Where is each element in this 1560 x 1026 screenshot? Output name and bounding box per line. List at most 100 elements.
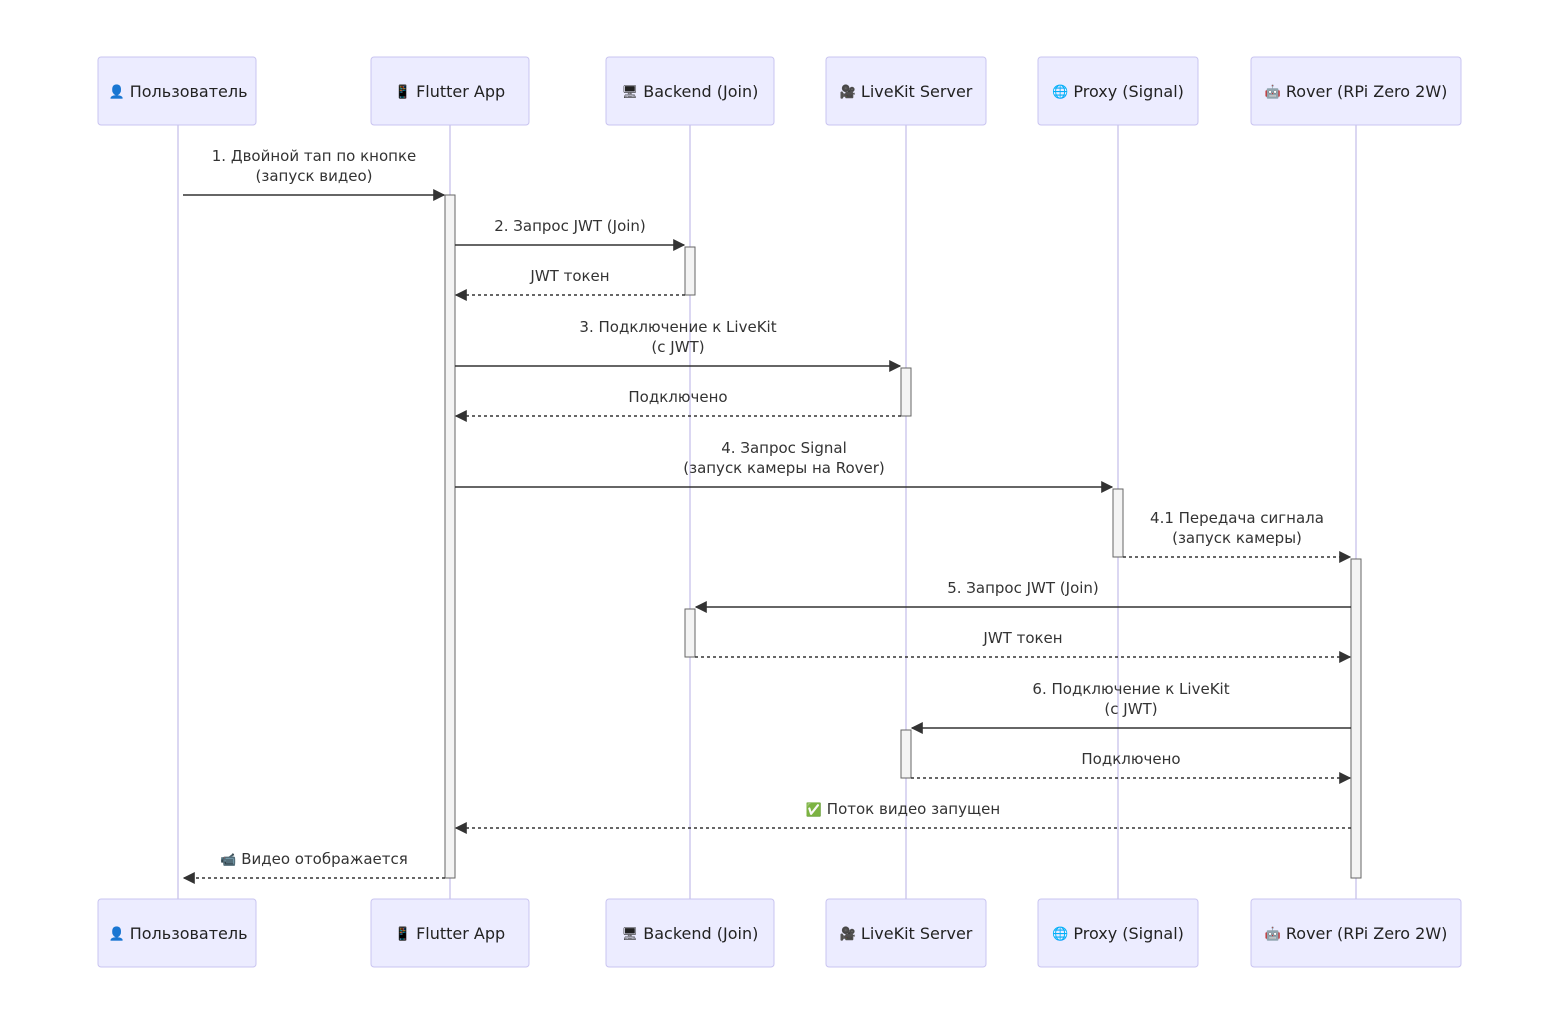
participant-box	[370, 56, 530, 126]
video-camera-icon: 📹	[220, 853, 236, 868]
mobile-phone-icon: 📱	[395, 84, 411, 100]
user-icon: 👤	[108, 84, 124, 100]
participant-backend-top: 🖥 Backend (Join)	[605, 56, 775, 126]
participant-name: LiveKit Server	[861, 82, 973, 101]
activation-livekit	[900, 367, 912, 417]
robot-icon: 🤖	[1265, 926, 1281, 942]
participant-box	[370, 898, 530, 968]
message-label: (с JWT)	[1104, 700, 1157, 718]
participant-label: 🤖 Rover (RPi Zero 2W)	[1265, 82, 1448, 101]
participant-box	[1250, 56, 1462, 126]
message-label: 2. Запрос JWT (Join)	[494, 217, 646, 235]
participant-box	[825, 898, 987, 968]
desktop-computer-icon: 🖥	[622, 84, 639, 100]
message-label: Подключено	[1081, 750, 1180, 768]
participant-label: 🌐 Proxy (Signal)	[1052, 82, 1184, 101]
participant-user-bottom: 👤 Пользователь	[97, 898, 257, 968]
message-10: 6. Подключение к LiveKit (с JWT)	[910, 680, 1351, 734]
participant-proxy-top: 🌐 Proxy (Signal)	[1037, 56, 1199, 126]
participants-top: 👤 Пользователь 📱 Flutter App 🖥 Backend (Jo…	[97, 56, 1462, 126]
video-camera-icon: 🎥	[840, 926, 856, 942]
participant-name: Пользователь	[130, 82, 248, 101]
message-2: 2. Запрос JWT (Join)	[455, 217, 686, 251]
participant-label: 🖥 Backend (Join)	[622, 924, 759, 943]
message-label: Подключено	[628, 388, 727, 406]
message-label: 1. Двойной тап по кнопке	[212, 147, 416, 165]
activation-livekit	[900, 729, 912, 779]
participant-box	[825, 56, 987, 126]
participant-box	[605, 898, 775, 968]
participant-livekit-bottom: 🎥 LiveKit Server	[825, 898, 987, 968]
message-label: 5. Запрос JWT (Join)	[947, 579, 1099, 597]
desktop-computer-icon: 🖥	[622, 926, 639, 942]
globe-icon: 🌐	[1052, 926, 1068, 942]
mobile-phone-icon: 📱	[395, 926, 411, 942]
participant-rover-top: 🤖 Rover (RPi Zero 2W)	[1250, 56, 1462, 126]
participant-label: 🖥 Backend (Join)	[622, 82, 759, 101]
message-4: 3. Подключение к LiveKit (с JWT)	[455, 318, 902, 372]
participant-name: Пользователь	[130, 924, 248, 943]
participant-label: 👤 Пользователь	[108, 82, 247, 101]
participant-box	[605, 56, 775, 126]
video-camera-icon: 🎥	[840, 84, 856, 100]
message-label: JWT токен	[529, 267, 609, 285]
participant-label: 👤 Пользователь	[108, 924, 247, 943]
participant-app-top: 📱 Flutter App	[370, 56, 530, 126]
participant-label: 🎥 LiveKit Server	[840, 82, 973, 101]
message-label: 3. Подключение к LiveKit	[579, 318, 776, 336]
participant-name: Rover (RPi Zero 2W)	[1286, 82, 1448, 101]
activation-proxy	[1112, 488, 1124, 558]
activation-rover	[1350, 558, 1362, 879]
participant-name: Backend (Join)	[643, 924, 758, 943]
participant-backend-bottom: 🖥 Backend (Join)	[605, 898, 775, 968]
participant-proxy-bottom: 🌐 Proxy (Signal)	[1037, 898, 1199, 968]
participant-name: Proxy (Signal)	[1073, 82, 1184, 101]
messages: 1. Двойной тап по кнопке (запуск видео) 2.…	[182, 147, 1352, 884]
participant-box	[1037, 898, 1199, 968]
message-7: 4.1 Передача сигнала (запуск камеры)	[1123, 509, 1352, 563]
user-icon: 👤	[108, 926, 124, 942]
participant-label: 🌐 Proxy (Signal)	[1052, 924, 1184, 943]
participants-bottom: 👤 Пользователь 📱 Flutter App 🖥 Backend (Jo…	[97, 898, 1462, 968]
participant-box	[97, 898, 257, 968]
message-8: 5. Запрос JWT (Join)	[694, 579, 1351, 613]
message-12: ✅ Поток видео запущен	[454, 800, 1351, 834]
message-3: JWT токен	[454, 267, 685, 301]
message-label: 4. Запрос Signal	[721, 439, 847, 457]
participant-name: LiveKit Server	[861, 924, 973, 943]
participant-name: Flutter App	[416, 82, 505, 101]
participant-livekit-top: 🎥 LiveKit Server	[825, 56, 987, 126]
message-label: 📹 Видео отображается	[220, 850, 408, 868]
participant-label: 🎥 LiveKit Server	[840, 924, 973, 943]
check-mark-icon: ✅	[806, 802, 822, 818]
participant-user-top: 👤 Пользователь	[97, 56, 257, 126]
message-label: (запуск камеры на Rover)	[683, 459, 885, 477]
participant-name: Rover (RPi Zero 2W)	[1286, 924, 1448, 943]
message-label: 6. Подключение к LiveKit	[1032, 680, 1229, 698]
participant-label: 🤖 Rover (RPi Zero 2W)	[1265, 924, 1448, 943]
activation-backend	[684, 608, 696, 658]
participant-name: Proxy (Signal)	[1073, 924, 1184, 943]
message-9: JWT токен	[695, 629, 1352, 663]
message-label: ✅ Поток видео запущен	[806, 800, 1000, 818]
participant-box	[97, 56, 257, 126]
participant-label: 📱 Flutter App	[395, 82, 505, 101]
message-label: (с JWT)	[651, 338, 704, 356]
participant-app-bottom: 📱 Flutter App	[370, 898, 530, 968]
message-label: JWT токен	[982, 629, 1062, 647]
message-11: Подключено	[911, 750, 1352, 784]
globe-icon: 🌐	[1052, 84, 1068, 100]
message-label: 4.1 Передача сигнала	[1150, 509, 1324, 527]
activation-backend	[684, 246, 696, 296]
participant-name: Backend (Join)	[643, 82, 758, 101]
message-13: 📹 Видео отображается	[182, 850, 445, 884]
message-label: (запуск камеры)	[1172, 529, 1302, 547]
robot-icon: 🤖	[1265, 84, 1281, 100]
message-5: Подключено	[454, 388, 901, 422]
message-6: 4. Запрос Signal (запуск камеры на Rover)	[455, 439, 1114, 493]
participant-label: 📱 Flutter App	[395, 924, 505, 943]
message-label: (запуск видео)	[256, 167, 373, 185]
activation-app	[444, 194, 456, 879]
participant-box	[1250, 898, 1462, 968]
